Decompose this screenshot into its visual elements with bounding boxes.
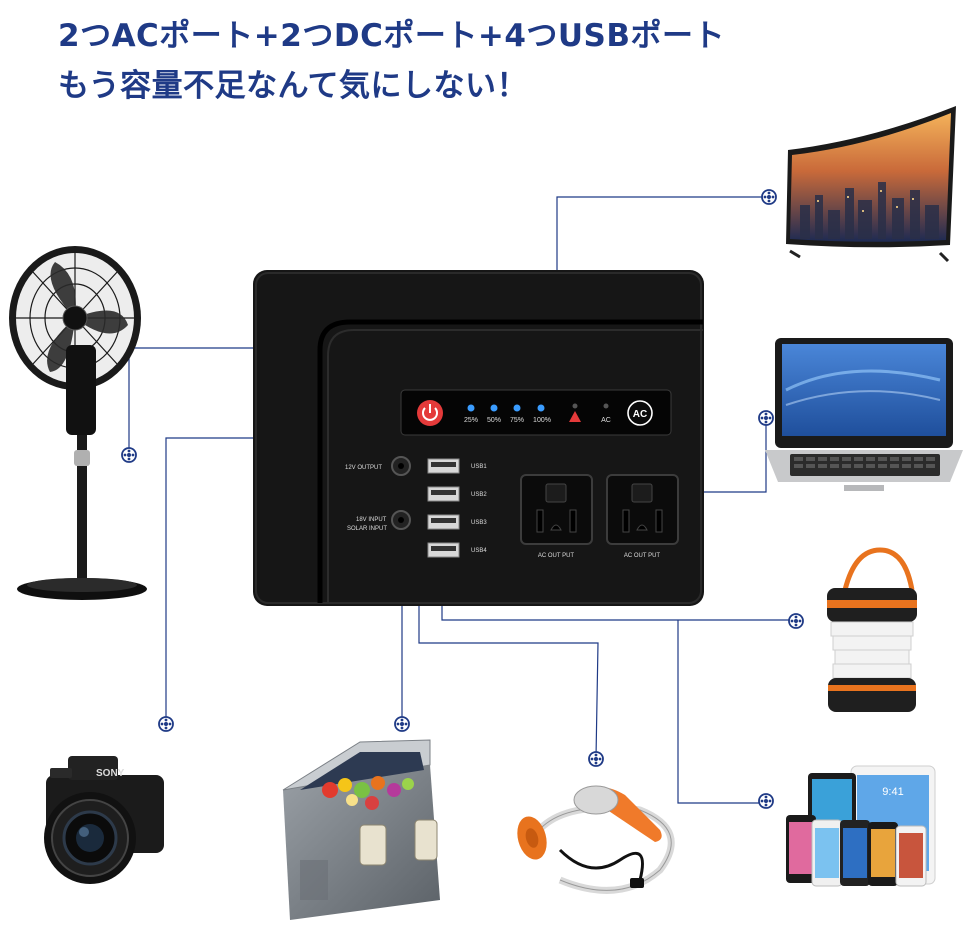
node-lantern-icon [788,613,804,629]
tv-icon [786,106,956,263]
battery-leds: 25% 50% 75% 100% [464,404,551,424]
power-station-panel: 25% 50% 75% 100% AC AC 12V OUTPUT 18V IN… [253,270,704,606]
input-label-2: SOLAR INPUT [347,526,387,532]
node-laptop-icon [758,410,774,426]
input-label-1: 18V INPUT [356,517,387,523]
warning-icon [569,411,581,422]
ac-button-icon [627,400,653,426]
camera-icon: SONY [44,756,164,884]
battery-level-25: 25% [464,417,478,424]
ac-button-label: AC [633,409,647,420]
node-shower-icon [588,751,604,767]
battery-level-75: 75% [510,417,524,424]
ac-outlet-label-1: AC OUT PUT [538,553,575,559]
ac-outlet-label-2: AC OUT PUT [624,553,661,559]
fan-icon [9,246,147,600]
shower-pump-icon [517,785,675,894]
tablet-clock: 9:41 [882,786,903,798]
ac-outlet-2: AC OUT PUT [606,474,679,559]
headline-line-1: 2つACポート+2つDCポート+4つUSBポート [58,18,726,54]
node-cooler-icon [394,716,410,732]
headline-line-2: もう容量不足なんて気にしない！ [58,68,529,104]
cooler-icon [282,739,440,920]
node-camera-icon [158,716,174,732]
battery-level-50: 50% [487,417,501,424]
line-phones [677,620,766,804]
node-phones-icon [758,793,774,809]
usb-ports: USB1 USB2 USB3 USB4 [427,458,487,558]
phones-tablets-icon: 9:41 [786,765,936,887]
battery-level-100: 100% [533,417,551,424]
node-fan-icon [121,447,137,463]
dc-output-label: 12V OUTPUT [345,465,382,471]
camera-brand-label: SONY [96,768,125,779]
laptop-icon [765,338,963,491]
usb-label-3: USB3 [471,520,487,526]
ac-indicator-label: AC [601,417,611,424]
ac-outlet-1: AC OUT PUT [520,474,593,559]
usb-label-4: USB4 [471,548,487,554]
usb-label-1: USB1 [471,464,487,470]
lantern-icon [827,547,917,712]
usb-label-2: USB2 [471,492,487,498]
node-tv-icon [761,189,777,205]
